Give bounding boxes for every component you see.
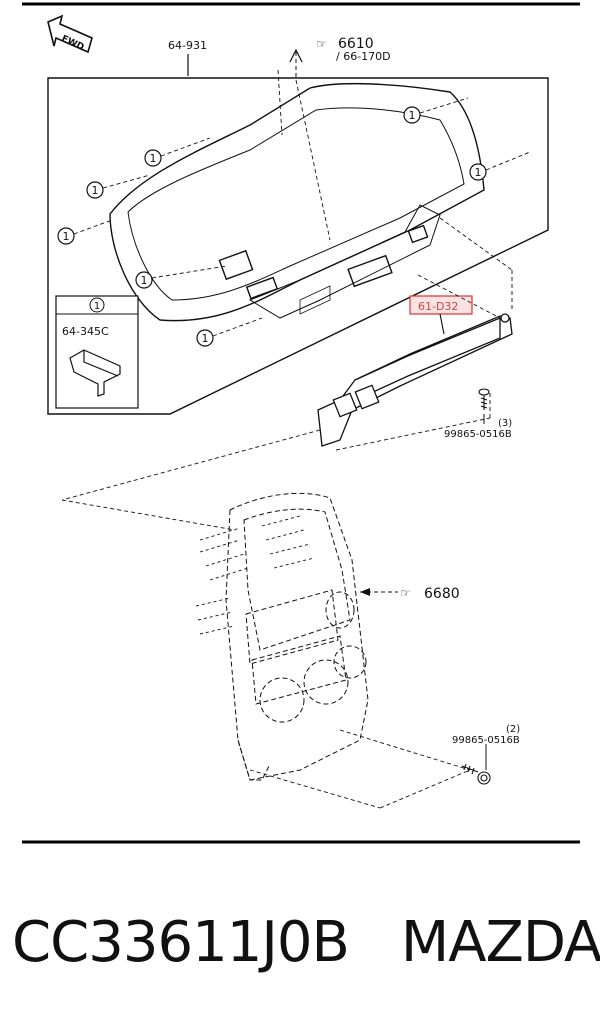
callout-marker bbox=[469, 163, 487, 181]
svg-text:1: 1 bbox=[92, 184, 99, 197]
ref-6610-label: 6610 bbox=[338, 36, 374, 52]
callout-marker bbox=[403, 106, 421, 124]
ref-6610: ☞ 6610 / 66-170D bbox=[316, 36, 391, 63]
svg-text:1: 1 bbox=[475, 166, 482, 179]
console-vent-grid bbox=[195, 515, 315, 635]
center-console-panel bbox=[225, 492, 369, 781]
screw-part-3: 99865-0516B bbox=[444, 429, 512, 440]
callout-markers bbox=[57, 106, 487, 347]
callout-marker bbox=[86, 181, 104, 199]
brand-name: MAZDA bbox=[400, 910, 600, 975]
svg-text:1: 1 bbox=[150, 152, 157, 165]
screw-icon bbox=[478, 388, 490, 410]
callout-marker bbox=[144, 149, 162, 167]
callout-marker bbox=[135, 271, 153, 289]
ref-66-170d-label: / 66-170D bbox=[336, 50, 391, 63]
inset-part-number: 64-345C bbox=[62, 325, 109, 338]
callout-marker bbox=[57, 227, 75, 245]
fwd-arrow-icon: FWD bbox=[47, 14, 93, 54]
callout-labels: 1 1 1 1 1 1 1 bbox=[63, 109, 482, 345]
svg-text:1: 1 bbox=[202, 332, 209, 345]
clock-module bbox=[317, 313, 513, 447]
book-icon: ☞ bbox=[316, 37, 327, 51]
panel-boundary bbox=[47, 77, 549, 415]
footer-part-line: CC33611J0B MAZDA bbox=[12, 888, 600, 998]
highlighted-part-number: 61-D32 bbox=[418, 300, 458, 313]
parts-diagram: FWD 64-931 ☞ 6610 / 66-170D bbox=[22, 2, 580, 844]
meter-hood bbox=[109, 82, 485, 322]
ref-6680-label: 6680 bbox=[424, 586, 460, 602]
svg-text:1: 1 bbox=[63, 230, 70, 243]
clip-icon bbox=[69, 349, 121, 397]
inset-clip-box: 1 64-345C bbox=[55, 295, 139, 409]
part-number: CC33611J0B bbox=[12, 910, 350, 975]
screw-part-2: 99865-0516B bbox=[452, 735, 520, 746]
highlight-box bbox=[409, 295, 473, 315]
book-icon: ☞ bbox=[400, 586, 411, 600]
top-part-number: 64-931 bbox=[168, 39, 207, 52]
ref-6680: ☞ 6680 bbox=[360, 586, 460, 602]
screw-qty-2: (2) bbox=[506, 724, 520, 735]
inset-callout-marker: 1 bbox=[94, 301, 100, 312]
svg-text:1: 1 bbox=[409, 109, 416, 122]
callout-marker bbox=[196, 329, 214, 347]
screw-icon bbox=[461, 763, 491, 785]
svg-text:1: 1 bbox=[141, 274, 148, 287]
screw-qty-3: (3) bbox=[498, 418, 512, 429]
